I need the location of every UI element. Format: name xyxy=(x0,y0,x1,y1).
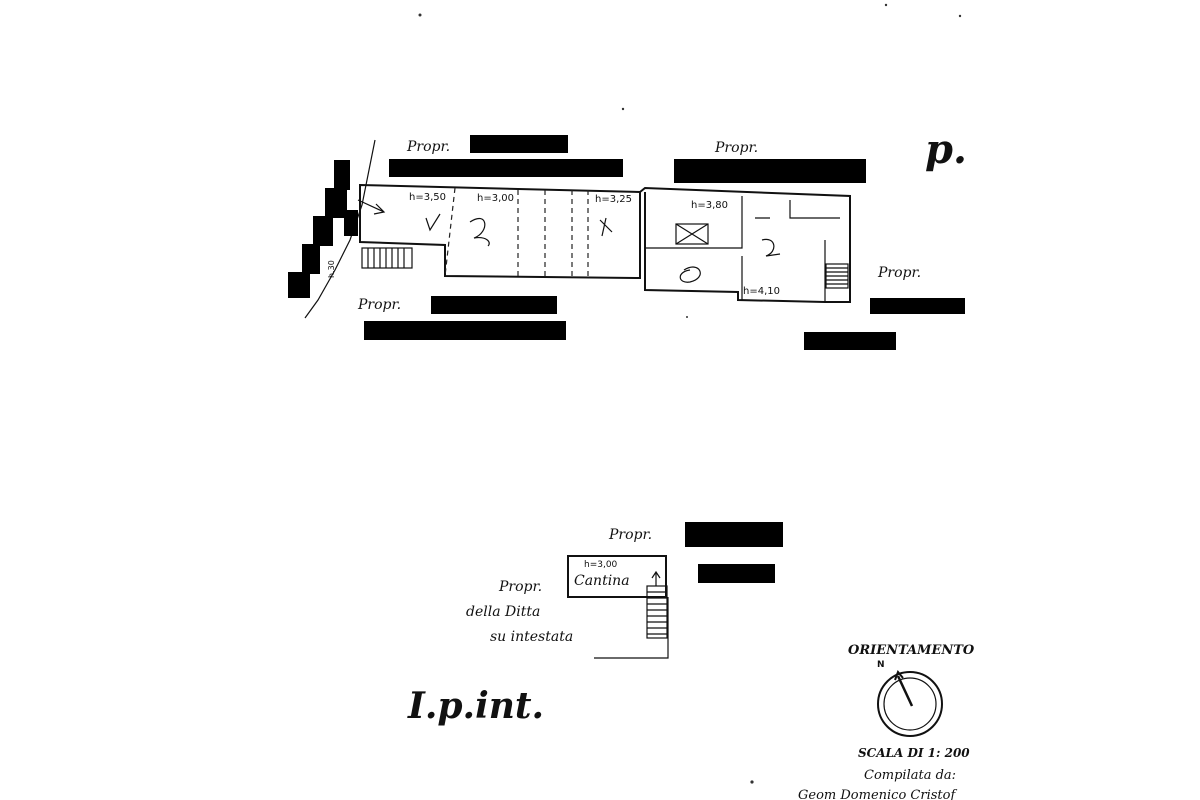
room-name: Cantina xyxy=(574,573,630,589)
legend: ORIENTAMENTO N SCALA DI 1: 200 Compilata… xyxy=(798,643,975,800)
height-label: h=3,00 xyxy=(477,193,514,204)
staircase-left xyxy=(361,247,413,269)
redaction-block xyxy=(470,135,568,153)
boundary-line xyxy=(594,597,669,659)
compass-icon xyxy=(877,670,943,737)
skylight-cross xyxy=(675,223,709,245)
compiled-by-label: Compilata da: xyxy=(864,768,956,783)
redaction-block xyxy=(698,564,775,583)
street-boundary xyxy=(304,139,376,319)
owner-label: Propr. xyxy=(608,527,652,543)
room-divider xyxy=(444,187,456,277)
north-label: N xyxy=(877,660,885,670)
height-label: h=3,25 xyxy=(595,194,632,205)
ground-floor-plan: h=3,50 h=3,00 h=3,25 h=3,80 h=4,10 h.30 … xyxy=(288,126,967,350)
redaction-block xyxy=(685,522,783,547)
scale-label: SCALA DI 1: 200 xyxy=(858,746,970,760)
owner-label: Propr. xyxy=(498,579,542,595)
room-number-mark xyxy=(425,213,441,232)
redaction-block xyxy=(389,159,623,177)
redaction-block xyxy=(870,298,965,314)
redaction-block xyxy=(431,296,557,314)
floor-mark: I.p.int. xyxy=(407,685,544,727)
paper-specks xyxy=(418,3,962,784)
room-number-mark xyxy=(679,266,701,283)
owner-label: su intestata xyxy=(490,629,573,645)
side-height-label: h.30 xyxy=(327,260,336,278)
partition-wall xyxy=(645,196,743,249)
owner-label: Propr. xyxy=(406,139,450,155)
owner-label: della Ditta xyxy=(466,604,540,620)
skylight xyxy=(675,223,709,245)
room-number-mark xyxy=(761,238,781,257)
redaction-block xyxy=(364,321,566,340)
partition-wall xyxy=(755,200,840,219)
height-label: h=4,10 xyxy=(743,286,780,297)
owner-label: Propr. xyxy=(877,265,921,281)
height-label: h=3,80 xyxy=(691,200,728,211)
floor-mark: p. xyxy=(925,126,967,173)
staircase-cantina xyxy=(646,570,668,639)
owner-label: Propr. xyxy=(357,297,401,313)
orientation-title: ORIENTAMENTO xyxy=(848,643,975,658)
staircase-right xyxy=(825,263,849,289)
redaction-block xyxy=(288,160,358,298)
height-label: h=3,50 xyxy=(409,192,446,203)
redaction-block xyxy=(674,159,866,183)
author-label: Geom Domenico Cristof xyxy=(798,788,957,800)
building-outline-right xyxy=(639,186,851,303)
height-label: h=3,00 xyxy=(584,560,618,570)
upper-floor-plan: h=3,00 Cantina Propr. Propr. della Ditta… xyxy=(407,522,783,727)
room-number-mark xyxy=(599,217,613,237)
redaction-block xyxy=(804,332,896,350)
cantina-room xyxy=(567,555,667,598)
owner-label: Propr. xyxy=(714,140,758,156)
entrance-arrow-icon xyxy=(357,199,386,215)
room-number-mark xyxy=(469,217,490,247)
